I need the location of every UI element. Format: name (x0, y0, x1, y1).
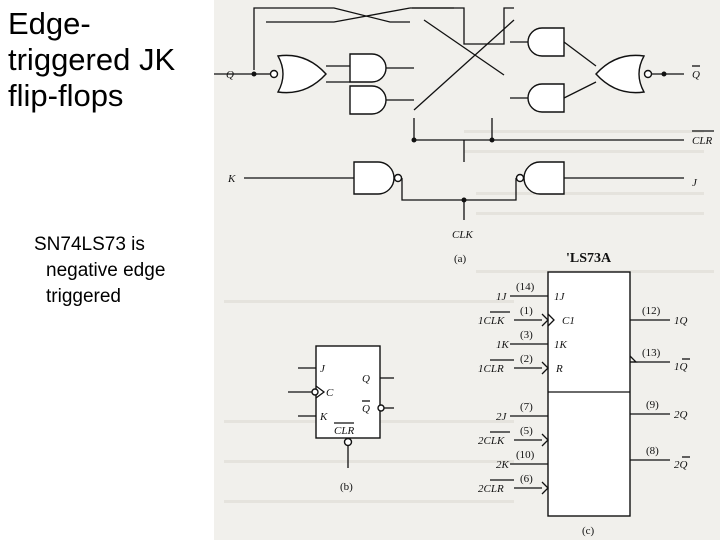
fig-c-right-pin-1q: (12) 1Q (630, 305, 688, 327)
svg-text:1CLK: 1CLK (478, 315, 505, 327)
fig-c-chip-name: 'LS73A (566, 251, 612, 266)
svg-text:(10): (10) (516, 449, 535, 461)
svg-text:(9): (9) (646, 399, 659, 411)
figure-b-symbol: J C K Q Q CLR (b) (288, 345, 394, 493)
bullet-text: SN74LS73 is negative edge triggered (34, 232, 214, 310)
page-bleed-through (224, 130, 714, 503)
svg-text:(1): (1) (520, 305, 533, 317)
fig-c-left-pin-1j: 1J (14) 1J (496, 281, 566, 303)
fig-c-right-pin-1qbar: (13) 1Q (629, 347, 690, 373)
fig-c-left-pin-2clk: 2CLK (5) (478, 425, 549, 447)
bullet-line-3: triggered (46, 286, 121, 307)
fig-c-left-pin-1clr: 1CLR (2) R (478, 353, 563, 375)
bullet-line-1: SN74LS73 is (34, 234, 145, 255)
fig-a-q-label: Q (226, 69, 234, 81)
textbook-figure: Q Q K J CLR CLK (a) J C K Q Q CLR (b) 'L… (214, 7, 714, 537)
fig-a-clr-label: CLR (692, 135, 712, 147)
svg-text:(6): (6) (520, 473, 533, 485)
svg-text:1Q: 1Q (674, 361, 688, 373)
fig-c-right-pin-2qbar: (8) 2Q (630, 445, 690, 471)
fig-b-c: C (326, 387, 334, 399)
svg-text:(5): (5) (520, 425, 533, 437)
fig-a-qbar-label: Q (692, 69, 700, 81)
fig-b-caption: (b) (340, 481, 353, 493)
svg-text:2Q: 2Q (674, 409, 688, 421)
svg-text:(7): (7) (520, 401, 533, 413)
svg-text:2CLR: 2CLR (478, 483, 504, 495)
svg-text:(13): (13) (642, 347, 661, 359)
svg-text:(3): (3) (520, 329, 533, 341)
fig-a-caption: (a) (454, 253, 467, 265)
fig-c-left-pin-2j: 2J (7) (496, 401, 548, 423)
fig-a-k-label: K (227, 173, 236, 185)
fig-b-clr: CLR (334, 425, 354, 437)
svg-text:C1: C1 (562, 315, 575, 327)
fig-c-left-pin-1clk: 1CLK (1) C1 (478, 305, 575, 327)
svg-text:1K: 1K (496, 339, 510, 351)
svg-text:2Q: 2Q (674, 459, 688, 471)
svg-text:2K: 2K (496, 459, 510, 471)
svg-text:R: R (555, 363, 563, 375)
figure-c-chip: 'LS73A 1J (14) 1J 1CLK (1) C1 1K (3) 1K (478, 251, 690, 537)
fig-c-caption: (c) (582, 525, 595, 537)
fig-b-q: Q (362, 373, 370, 385)
fig-a-j-label: J (692, 177, 698, 189)
svg-text:2J: 2J (496, 411, 508, 423)
fig-c-right-pin-2q: (9) 2Q (630, 399, 688, 421)
fig-b-j: J (320, 363, 326, 375)
svg-text:(2): (2) (520, 353, 533, 365)
slide-title: Edge-triggered JK flip-flops (8, 6, 176, 113)
fig-c-left-pin-1k: 1K (3) 1K (496, 329, 568, 351)
svg-text:1CLR: 1CLR (478, 363, 504, 375)
svg-text:1J: 1J (496, 291, 508, 303)
svg-text:(12): (12) (642, 305, 661, 317)
fig-b-k: K (319, 411, 328, 423)
fig-c-left-pin-2clr: 2CLR (6) (478, 473, 549, 495)
figure-a-logic-diagram: Q Q K J CLR CLK (a) (214, 7, 714, 265)
fig-a-clk-label: CLK (452, 229, 473, 241)
fig-c-left-pin-2k: 2K (10) (496, 449, 548, 471)
svg-text:1J: 1J (554, 291, 566, 303)
svg-text:(14): (14) (516, 281, 535, 293)
bullet-line-2: negative edge (46, 260, 166, 281)
svg-text:1K: 1K (554, 339, 568, 351)
svg-text:1Q: 1Q (674, 315, 688, 327)
svg-text:2CLK: 2CLK (478, 435, 505, 447)
fig-b-qbar: Q (362, 403, 370, 415)
svg-text:(8): (8) (646, 445, 659, 457)
